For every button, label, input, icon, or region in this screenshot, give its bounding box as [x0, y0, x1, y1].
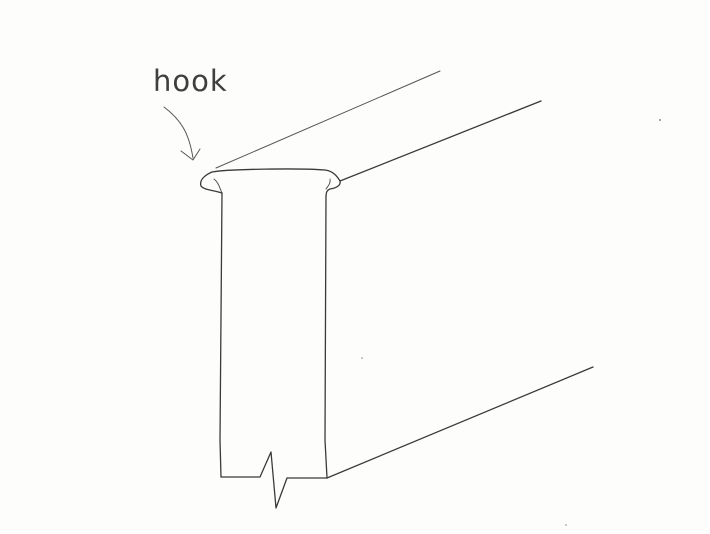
paper-speck: [565, 524, 567, 526]
front-left-edge: [219, 192, 223, 478]
hook-arrow-head: [180, 148, 201, 161]
hook-label: hook: [153, 64, 228, 98]
front-right-edge: [324, 195, 328, 479]
bottom-right-edge: [326, 366, 594, 479]
paper-speck: [361, 357, 363, 359]
left-hook-inner: [213, 178, 223, 194]
paper-speck: [659, 119, 661, 121]
top-back-edge: [215, 70, 441, 169]
break-line: [220, 451, 328, 509]
hook-profile-top: [199, 168, 341, 197]
hook-arrow-shaft: [163, 106, 194, 159]
top-right-edge: [339, 100, 542, 182]
right-hook-inner: [325, 178, 331, 190]
